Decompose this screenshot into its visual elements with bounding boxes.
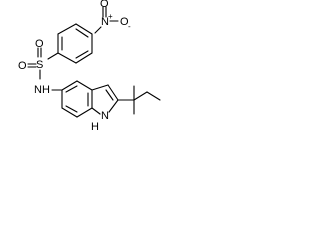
nitrophenyl-ring [57, 23, 93, 64]
bond-quaternary-ethyl [133, 91, 148, 101]
indole-pyrrole-ring [91, 84, 119, 115]
ring-bond [91, 84, 109, 91]
ring-bond [61, 80, 78, 91]
indole-nh: N H [91, 110, 109, 133]
ring-bond [75, 52, 93, 64]
nitro-group: O N + O - [94, 0, 131, 34]
ring-double-bond [75, 50, 89, 59]
sulfonamide-nh: NH [34, 84, 63, 96]
ring-double-bond [105, 89, 114, 101]
atom-label-nitro-o-top: O [100, 0, 109, 10]
ring-bond [76, 80, 93, 91]
atom-label-sulfonyl-o-bottom: O [18, 60, 27, 72]
ring-bond [57, 23, 77, 35]
bond-ethyl-methyl [146, 91, 161, 101]
atom-charge-nitro-minus: - [128, 22, 131, 31]
ring-bond [107, 84, 119, 101]
ring-double-bond [65, 105, 78, 113]
atom-label-sulfonyl-s: S [36, 59, 43, 71]
atom-label-indole-n: N [101, 110, 109, 122]
atom-label-nitro-o-charged: O [120, 16, 129, 28]
ring-bond [75, 23, 93, 35]
atom-label-nitro-n: N [101, 16, 109, 28]
sulfonyl-group: O S O [18, 38, 59, 80]
ring-bond [57, 52, 77, 64]
atom-charge-nitro-plus: + [108, 12, 113, 21]
bond-ring-s [47, 52, 59, 60]
ring-bond [76, 107, 93, 118]
ring-bond [108, 99, 119, 113]
indole-benzo-ring [61, 80, 93, 118]
atom-label-indole-h: H [91, 121, 99, 133]
ring-bond [61, 107, 78, 118]
ring-double-bond [75, 28, 89, 38]
ring-double-bond [65, 85, 78, 93]
chemical-structure-diagram: O N + O - O S O NH [18, 0, 161, 133]
atom-label-amide-nh: NH [34, 84, 50, 96]
bond-nitro-n-ring [94, 26, 102, 34]
tert-pentyl-group [117, 85, 161, 115]
atom-label-sulfonyl-o-top: O [35, 38, 44, 50]
ring-bond [91, 107, 101, 115]
